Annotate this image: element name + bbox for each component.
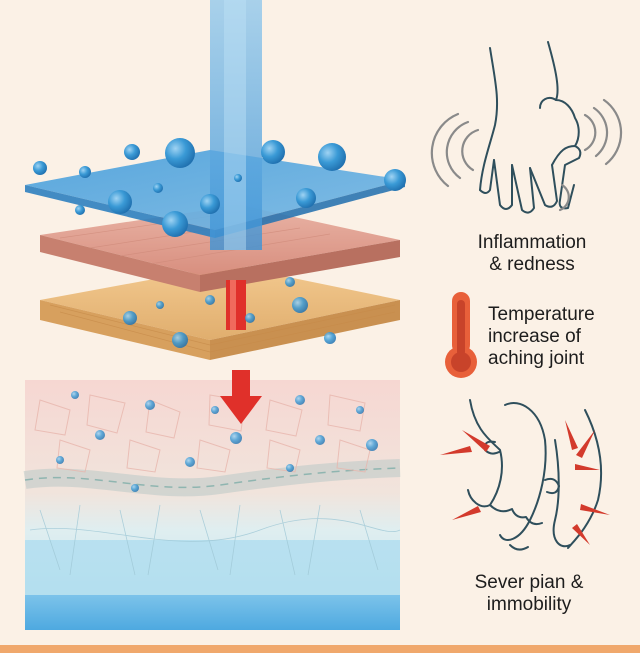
- temperature-caption-line1: Temperature: [488, 304, 595, 325]
- inflammation-caption: Inflammation & redness: [452, 232, 612, 276]
- red-arrow-upper: [226, 280, 246, 330]
- fat-tissue-layer: [40, 265, 400, 360]
- bottom-accent-bar: [0, 645, 640, 653]
- temperature-caption: Temperature increase of aching joint: [488, 304, 628, 370]
- inflammation-rings: [430, 98, 623, 212]
- pain-marks: [440, 420, 610, 545]
- inflammation-caption-line1: Inflammation: [477, 232, 587, 253]
- temperature-caption-line3: aching joint: [488, 348, 585, 369]
- thermometer-icon: [445, 292, 477, 378]
- red-arrow-lower: [220, 370, 262, 424]
- pain-caption-line1: Sever pian &: [474, 572, 584, 593]
- inflammation-caption-line2: & redness: [489, 254, 575, 275]
- cellular-tissue-block: [23, 380, 401, 630]
- pain-caption-line2: immobility: [486, 594, 572, 615]
- temperature-caption-line2: increase of: [488, 326, 581, 347]
- pain-caption: Sever pian & immobility: [444, 572, 614, 616]
- hand-icon: [479, 41, 582, 214]
- droplets: [33, 138, 406, 492]
- feet-icon: [467, 399, 603, 551]
